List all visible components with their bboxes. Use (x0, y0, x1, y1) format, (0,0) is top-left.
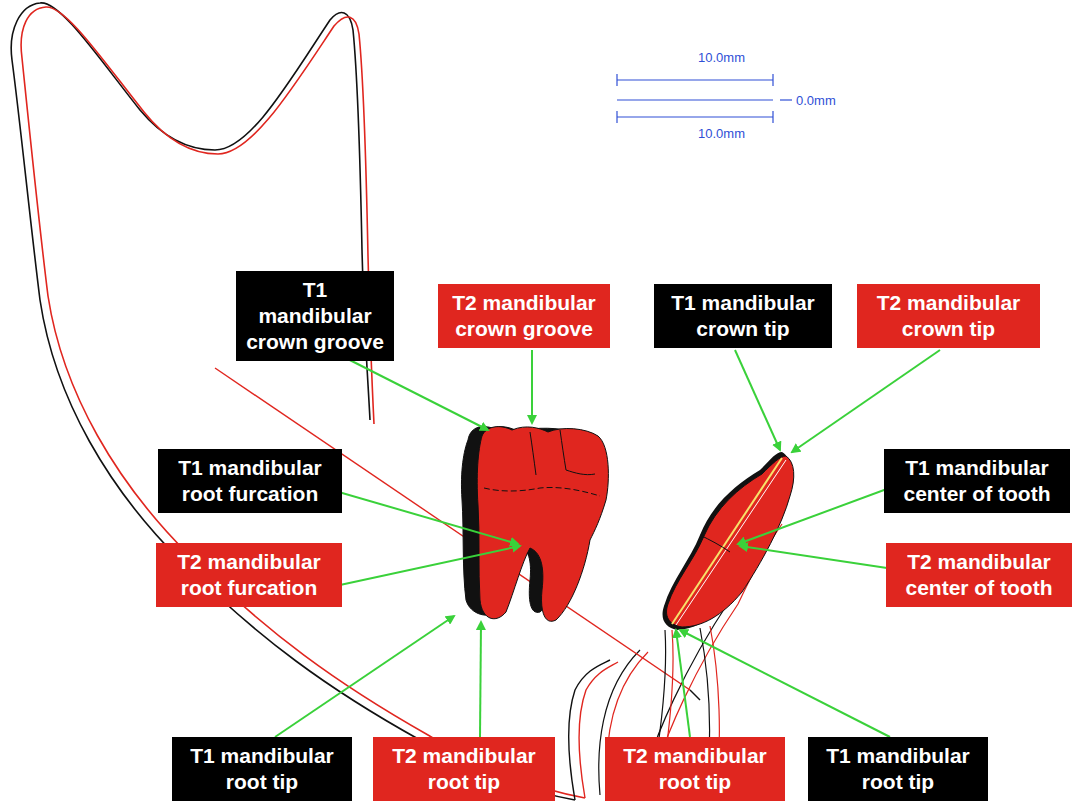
callout-box: T1 mandibular crown tip (654, 284, 832, 348)
incisor-socket-t1 (569, 660, 610, 800)
callout-text: T2 mandibular crown tip (865, 290, 1032, 342)
callout-text: T1 mandibular root furcation (166, 455, 334, 507)
callout-box: T1 mandibular center of tooth (884, 449, 1070, 513)
callout-text: T1 mandibular root tip (180, 743, 344, 795)
scale-label: 10.0mm (697, 50, 746, 65)
callout-box: T2 mandibular root tip (373, 737, 555, 801)
scale-bars (617, 74, 792, 123)
reference-line-t2 (215, 368, 690, 690)
incisor-axis-t2 (676, 460, 786, 625)
leader-arrows (275, 350, 940, 737)
incisor-cej (700, 535, 730, 552)
molar-crown-lines (484, 430, 600, 496)
callout-text: T1 mandibular crown groove (244, 277, 386, 355)
callout-box: T2 mandibular crown groove (438, 284, 610, 348)
callout-text: T1 mandibular root tip (816, 743, 980, 795)
mandible-outline-t2 (21, 7, 585, 798)
callout-box: T2 mandibular center of tooth (886, 543, 1072, 607)
callout-text: T2 mandibular center of tooth (894, 549, 1064, 601)
reference-line-t1 (690, 690, 700, 700)
callout-box: T1 mandibular root tip (172, 737, 352, 801)
callout-text: T2 mandibular root tip (613, 743, 777, 795)
incisor-t2 (667, 456, 794, 627)
incisor-axis-t1 (672, 458, 782, 624)
offset-label: 0.0mm (795, 93, 837, 108)
mandible-outline-t1 (11, 3, 575, 800)
callout-text: T1 mandibular center of tooth (892, 455, 1062, 507)
callout-box: T2 mandibular root furcation (156, 543, 342, 607)
callout-box: T2 mandibular root tip (605, 737, 785, 801)
molar-t2 (477, 427, 608, 622)
callout-text: T2 mandibular root tip (381, 743, 547, 795)
callout-box: T1 mandibular crown groove (236, 271, 394, 361)
callout-text: T2 mandibular crown groove (446, 290, 602, 342)
callout-box: T2 mandibular crown tip (857, 284, 1040, 348)
callout-text: T2 mandibular root furcation (164, 549, 334, 601)
callout-box: T1 mandibular root furcation (158, 449, 342, 513)
callout-box: T1 mandibular root tip (808, 737, 988, 801)
callout-text: T1 mandibular crown tip (662, 290, 824, 342)
scale-label: 10.0mm (697, 126, 746, 141)
